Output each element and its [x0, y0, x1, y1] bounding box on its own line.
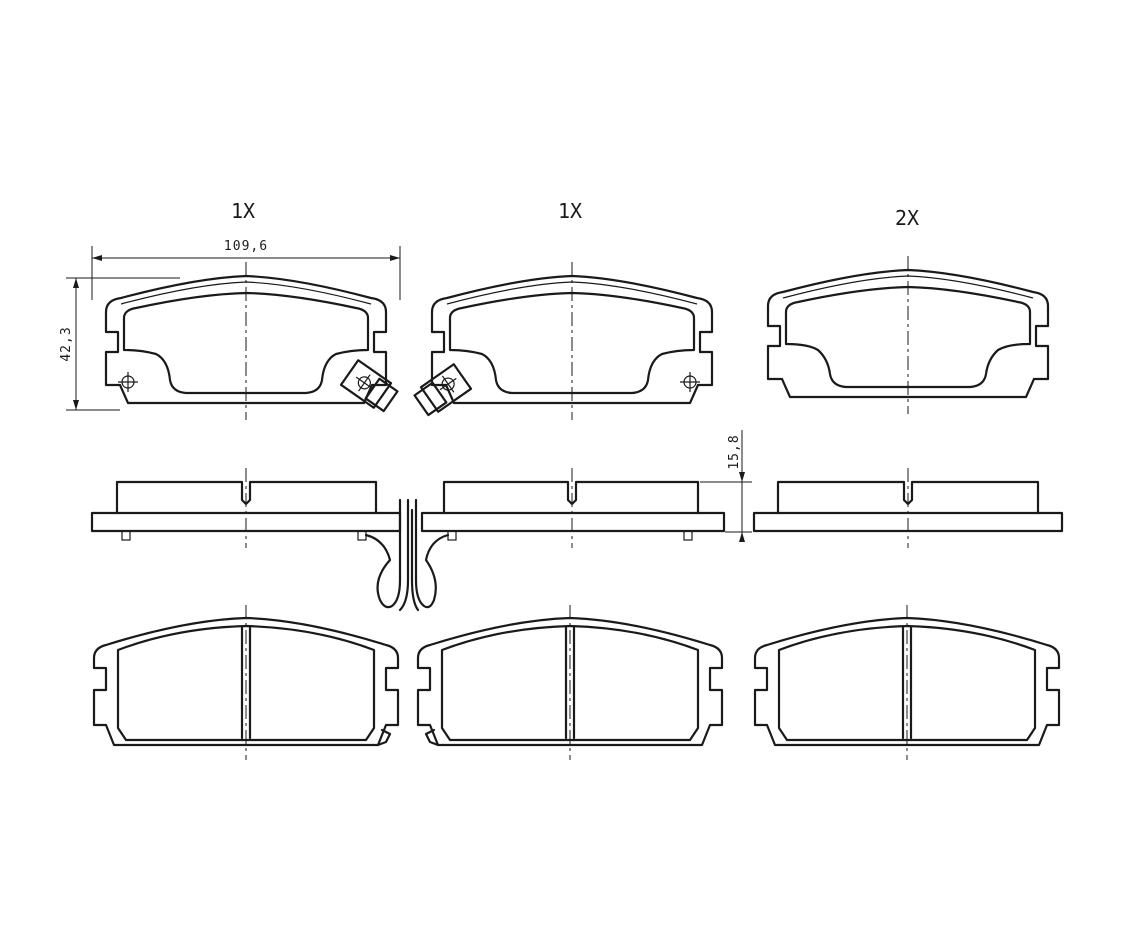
wear-sensor-wires [364, 498, 450, 612]
width-dimension: 109,6 [91, 239, 401, 300]
pad-middle-side-view [420, 468, 726, 548]
pad-middle-friction-view [430, 262, 714, 420]
thickness-dimension-label: 15,8 [727, 434, 742, 469]
pad-right-backplate-view [753, 605, 1061, 760]
pad-left-friction-view [104, 262, 388, 420]
height-dimension-label: 42,3 [59, 326, 74, 361]
pad-middle-backplate-view [416, 605, 724, 760]
wear-sensor-left [339, 359, 399, 413]
pad-right-side-view [752, 468, 1064, 548]
width-dimension-label: 109,6 [224, 239, 268, 254]
thickness-dimension: 15,8 [700, 430, 752, 542]
wear-sensor-middle [413, 363, 473, 417]
quantity-label-middle-pad: 1X [558, 199, 582, 223]
height-dimension: 42,3 [59, 277, 180, 411]
pad-left-backplate-view [92, 605, 400, 760]
pad-left-side-view [90, 468, 402, 548]
quantity-label-right-pad: 2X [895, 206, 919, 230]
pad-right-friction-view [766, 256, 1050, 414]
quantity-label-left-pad: 1X [231, 199, 255, 223]
